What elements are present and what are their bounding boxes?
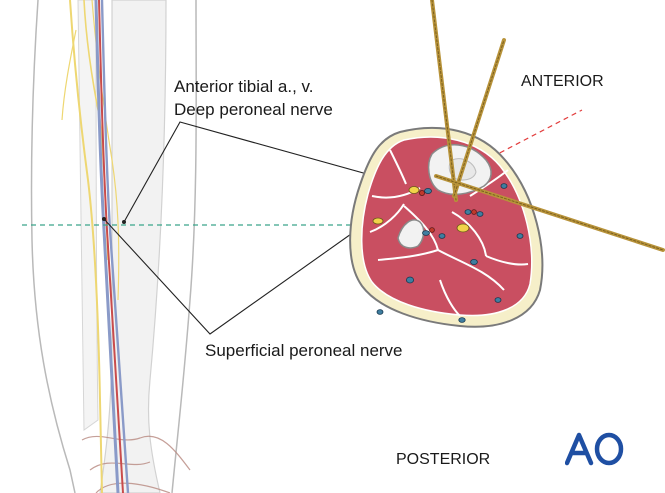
tibia-shape <box>99 0 167 493</box>
leader-superficial <box>103 218 369 335</box>
leg-skin-outline <box>30 0 76 493</box>
vein-2 <box>100 0 130 493</box>
artery <box>98 0 124 493</box>
pin-horizontal-thread <box>435 175 664 251</box>
fascia-lines <box>369 149 529 317</box>
nerves-cross <box>372 186 470 233</box>
leader-anterior-tibial <box>123 121 411 223</box>
pin-diagonal-upper-thread <box>453 39 505 197</box>
pin-vertical-thread <box>431 0 457 201</box>
fibula-shape <box>77 0 99 431</box>
pins <box>430 0 665 252</box>
leader-lines <box>103 121 411 335</box>
label-superficial-peroneal-nerve: Superficial peroneal nerve <box>205 341 403 360</box>
label-posterior: POSTERIOR <box>396 451 491 468</box>
vein-1 <box>94 0 120 493</box>
veins-cross <box>376 183 524 323</box>
label-anterior: ANTERIOR <box>521 73 604 90</box>
label-anterior-tibial: Anterior tibial a., v. <box>174 77 314 96</box>
leg-drawing <box>30 0 197 493</box>
cross-section <box>349 0 665 328</box>
nerve-1 <box>69 0 103 493</box>
leg-skin-outline-right <box>171 0 197 493</box>
ao-logo <box>565 432 624 466</box>
label-deep-peroneal-nerve: Deep peroneal nerve <box>174 100 333 119</box>
red-direction-line <box>443 109 583 183</box>
nerve-3 <box>61 29 77 121</box>
arteries-cross <box>418 189 477 233</box>
